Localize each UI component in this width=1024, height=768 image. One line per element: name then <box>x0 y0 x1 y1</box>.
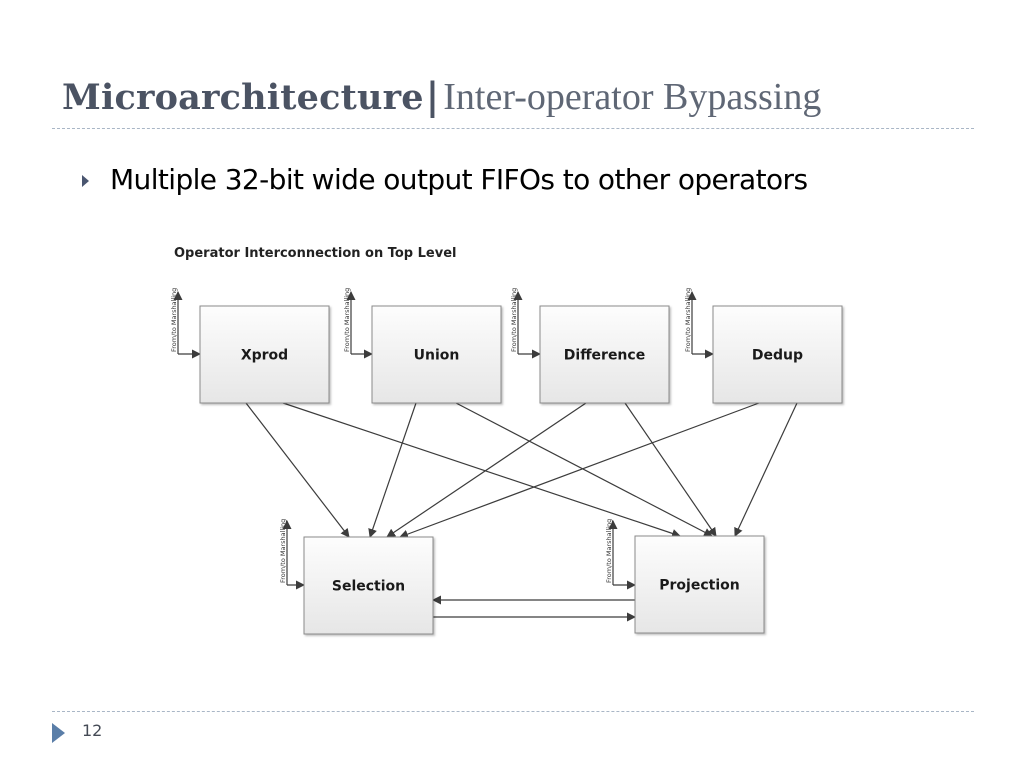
slide-title: Microarchitecture|Inter-operator Bypassi… <box>62 74 821 126</box>
edge-dedup-to-projection <box>734 402 798 537</box>
marshalling-label: From/to Marshalling <box>605 519 613 583</box>
operator-label-difference: Difference <box>564 348 645 364</box>
operator-box-dedup: Dedup <box>712 305 843 404</box>
operator-box-projection: Projection <box>634 535 765 634</box>
marshalling-label: From/to Marshalling <box>170 288 178 352</box>
operator-label-projection: Projection <box>659 578 739 594</box>
marshalling-connector-dedup: From/to Marshalling <box>684 288 714 359</box>
marshalling-label: From/to Marshalling <box>343 288 351 352</box>
operator-label-dedup: Dedup <box>752 348 803 364</box>
operator-box-frame <box>634 535 765 634</box>
marshalling-connector-union: From/to Marshalling <box>343 288 373 359</box>
operator-box-frame <box>303 536 434 635</box>
marshalling-label: From/to Marshalling <box>279 519 287 583</box>
operator-label-union: Union <box>414 348 460 364</box>
edge-union-to-selection <box>368 402 417 538</box>
marshalling-connector-projection: From/to Marshalling <box>605 519 636 590</box>
edge-difference-to-selection <box>386 402 587 538</box>
operator-box-selection: Selection <box>303 536 434 635</box>
edge-difference-to-projection <box>624 402 717 537</box>
operator-box-frame <box>539 305 670 404</box>
marshalling-connector-selection: From/to Marshalling <box>279 519 305 590</box>
operator-box-union: Union <box>371 305 502 404</box>
bullet-text: Multiple 32-bit wide output FIFOs to oth… <box>110 163 808 196</box>
footer-divider <box>52 711 974 712</box>
marshalling-connector-difference: From/to Marshalling <box>510 288 541 359</box>
edge-dedup-to-selection <box>399 402 760 539</box>
marshalling-label: From/to Marshalling <box>510 288 518 352</box>
marshalling-connector-xprod: From/to Marshalling <box>170 288 201 359</box>
operator-label-selection: Selection <box>332 579 405 595</box>
edge-xprod-to-projection <box>282 402 681 538</box>
title-divider <box>52 128 974 129</box>
title-separator: | <box>425 74 440 118</box>
diagram-caption: Operator Interconnection on Top Level <box>174 246 457 261</box>
operator-box-frame <box>371 305 502 404</box>
operator-box-frame <box>199 305 330 404</box>
operator-box-frame <box>712 305 843 404</box>
edge-union-to-projection <box>455 402 713 537</box>
footer-arrow-icon <box>52 723 65 743</box>
edge-xprod-to-selection <box>245 402 350 538</box>
page-number: 12 <box>82 721 103 740</box>
marshalling-label: From/to Marshalling <box>684 288 692 352</box>
operator-box-difference: Difference <box>539 305 670 404</box>
operator-box-xprod: Xprod <box>199 305 330 404</box>
bullet-arrow-icon <box>82 175 89 187</box>
operator-label-xprod: Xprod <box>241 348 288 364</box>
title-subtitle: Inter-operator Bypassing <box>443 76 822 118</box>
title-main: Microarchitecture <box>62 77 424 118</box>
edges-layer <box>245 402 798 622</box>
